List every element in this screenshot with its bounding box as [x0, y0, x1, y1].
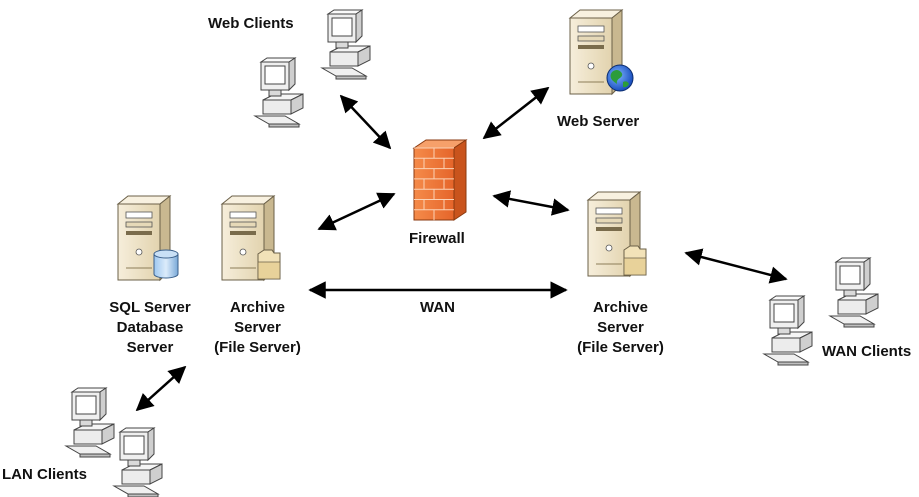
- wan-client-pc-icon: [762, 295, 813, 366]
- connection-links: [135, 86, 788, 412]
- firewall-archive-right-link: [492, 190, 570, 216]
- lan-client-pc-icon: [64, 387, 115, 458]
- web-clients-label: Web Clients: [208, 15, 294, 32]
- lan-clients-label: LAN Clients: [2, 466, 88, 483]
- web-client-pc-icon: [253, 57, 304, 128]
- archive-server-icon: [586, 190, 647, 278]
- node-icons: [64, 8, 879, 497]
- database-server-icon: [116, 194, 179, 282]
- wan-clients-label: WAN Clients: [822, 343, 912, 360]
- firewall-label: Firewall: [409, 230, 465, 247]
- web-server-label: Web Server: [557, 113, 640, 130]
- web-clients-firewall-link: [339, 94, 392, 150]
- globe-icon: [606, 64, 634, 92]
- archive-firewall-link: [317, 192, 396, 231]
- folder-icon: [623, 245, 647, 276]
- archive-server-icon: [220, 194, 281, 282]
- wan-client-pc-icon: [828, 257, 879, 328]
- firewall-icon: [412, 139, 468, 221]
- archive-right-wan-clients-link: [684, 248, 788, 284]
- lan-client-pc-icon: [112, 427, 163, 497]
- database-icon: [153, 249, 179, 279]
- web-server-firewall-link: [482, 86, 550, 140]
- wan-link-label: WAN: [420, 299, 455, 316]
- web-client-pc-icon: [320, 9, 371, 80]
- lan-clients-archive-link: [135, 365, 187, 412]
- web-server-icon: [568, 8, 634, 96]
- folder-icon: [257, 249, 281, 280]
